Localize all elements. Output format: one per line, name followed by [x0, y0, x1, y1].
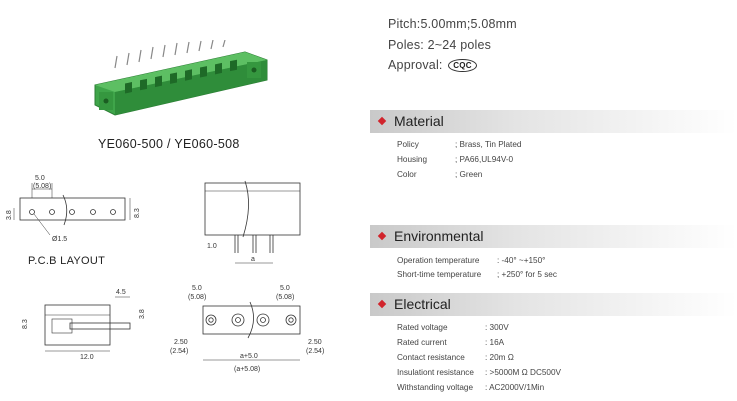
- electrical-row: Insulationt resistance: >5000M Ω DC500V: [397, 368, 561, 377]
- section-title: Electrical: [394, 296, 451, 312]
- pcb-width: 8.3: [134, 208, 141, 218]
- product-image: [94, 40, 268, 116]
- plug-top-right-a: 5.0: [280, 285, 290, 292]
- pcb-layout-label: P.C.B LAYOUT: [28, 255, 106, 267]
- plug-right-b: (2.54): [306, 348, 324, 355]
- pitch-text: Pitch:5.00mm;5.08mm: [388, 17, 517, 31]
- electrical-row: Contact resistance: 20m Ω: [397, 353, 514, 362]
- plug-view-drawing: 5.0 (5.08) 5.0 (5.08) 2.50 (2.54) 2.50 (…: [170, 285, 324, 373]
- poles-text: Poles: 2~24 poles: [388, 38, 492, 52]
- environmental-row: Short-time temperature; +250° for 5 sec: [397, 270, 557, 279]
- plug-left-b: (2.54): [170, 348, 188, 355]
- electrical-section-header: Electrical: [370, 293, 737, 316]
- side-bottom: 12.0: [80, 354, 94, 361]
- bullet-icon: [377, 231, 387, 241]
- plug-right-a: 2.50: [308, 339, 322, 346]
- electrical-row: Rated current: 16A: [397, 338, 505, 347]
- environmental-row: Operation temperature: -40° ~+150°: [397, 256, 546, 265]
- approval-label: Approval:: [388, 58, 443, 72]
- pcb-pitch-b: (5.08): [33, 183, 51, 190]
- model-caption: YE060-500 / YE060-508: [98, 137, 240, 151]
- material-section-header: Material: [370, 110, 737, 133]
- pcb-height: 3.8: [6, 210, 13, 220]
- front-view-drawing: a 1.0: [204, 180, 301, 264]
- pcb-layout-drawing: 5.0 (5.08) 3.8 8.3 Ø1.5: [6, 175, 141, 243]
- side-left: 8.3: [22, 319, 29, 329]
- front-span: a: [251, 256, 255, 263]
- electrical-row: Withstanding voltage: AC2000V/1Min: [397, 383, 545, 392]
- side-view-drawing: 4.5 3.8 8.3 12.0: [22, 289, 146, 361]
- material-row: Policy; Brass, Tin Plated: [397, 140, 522, 149]
- plug-top-left-a: 5.0: [192, 285, 202, 292]
- material-row: Color; Green: [397, 170, 483, 179]
- plug-left-a: 2.50: [174, 339, 188, 346]
- plug-bottom-b: (a+5.08): [234, 366, 260, 373]
- electrical-row: Rated voltage: 300V: [397, 323, 509, 332]
- material-row: Housing; PA66,UL94V-0: [397, 155, 514, 164]
- pcb-pitch-a: 5.0: [35, 175, 45, 182]
- plug-bottom-a: a+5.0: [240, 353, 258, 360]
- side-top: 4.5: [116, 289, 126, 296]
- cqc-badge: CQC: [448, 59, 477, 73]
- bullet-icon: [377, 116, 387, 126]
- section-title: Environmental: [394, 228, 484, 244]
- section-title: Material: [394, 113, 444, 129]
- plug-top-left-b: (5.08): [188, 294, 206, 301]
- pcb-hole: Ø1.5: [52, 236, 67, 243]
- environmental-section-header: Environmental: [370, 225, 737, 248]
- plug-top-right-b: (5.08): [276, 294, 294, 301]
- bullet-icon: [377, 299, 387, 309]
- approval-row: Approval: CQC: [388, 58, 477, 73]
- front-pin-offset: 1.0: [207, 243, 217, 250]
- side-right: 3.8: [139, 309, 146, 319]
